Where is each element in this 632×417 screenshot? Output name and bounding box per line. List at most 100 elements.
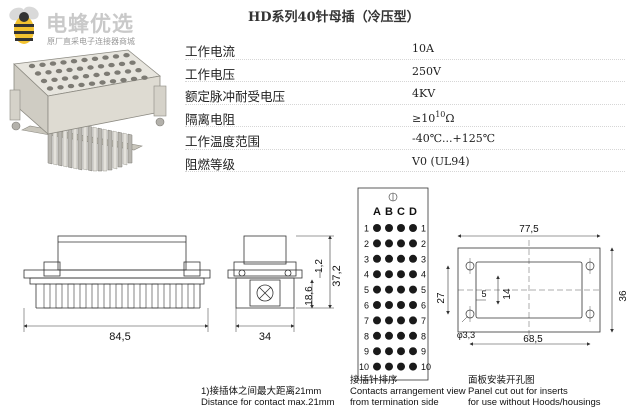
pin-contact [373, 270, 381, 279]
crimp-fin [43, 283, 51, 309]
pin-row-label-right: 8 [421, 331, 426, 341]
side-view-drawing [23, 235, 211, 309]
pin-contact [397, 224, 405, 232]
contact-hole [141, 75, 148, 80]
pin-row-label-left: 6 [364, 301, 369, 311]
contact-hole [87, 65, 94, 70]
pin-contact [373, 331, 381, 340]
pin-contact [409, 270, 417, 279]
pin-contact [385, 270, 393, 279]
brand-tagline: 原厂直采电子连接器商城 [47, 37, 135, 46]
crimp-fin [103, 283, 111, 309]
note-contact-distance: 1)接插体之间最大距离21mm Distance for contact max… [201, 386, 335, 408]
contact-hole [130, 76, 138, 82]
dim-cutout-hole-spacing: 68,5 [523, 334, 543, 345]
pin-row-label-right: 1 [421, 224, 426, 234]
pin-contact [373, 254, 381, 263]
pin-row-label-right: 9 [421, 347, 426, 357]
crimp-fin [163, 283, 171, 309]
end-view-drawing [227, 235, 303, 309]
dim-cutout-outer-width: 77,5 [519, 224, 539, 235]
crimp-fin [79, 283, 87, 309]
contact-hole [114, 70, 121, 75]
bee-logo-icon [9, 6, 39, 44]
note-line: for use without Hoods/housings [468, 397, 601, 408]
pin-contact [409, 301, 417, 309]
crimp-fin [139, 283, 147, 309]
pin-contact [385, 362, 393, 371]
note-line: 面板安装开孔图 [468, 375, 535, 386]
note-line: Contacts arrangement view [350, 386, 466, 397]
pin-row-label-right: 7 [421, 316, 426, 326]
pin-row-label-left: 1 [364, 224, 369, 234]
contact-hole [129, 60, 136, 65]
pin-contact [409, 254, 417, 263]
brand-name: 电蜂优选 [46, 12, 134, 36]
contact-hole [34, 71, 42, 76]
pin-contact [385, 331, 393, 340]
spec-value: 4KV [412, 87, 436, 100]
pin-column-label: C [397, 206, 405, 218]
pin-row-label-right: 4 [421, 270, 426, 280]
contact-hole [118, 61, 126, 67]
spec-label: 工作电压 [185, 66, 236, 82]
contact-hole [102, 55, 109, 60]
pin-contact [397, 239, 405, 248]
pin-row-label-left: 8 [364, 331, 369, 341]
pin-contact [397, 316, 405, 325]
contact-hole [112, 54, 120, 59]
panel-cutout-drawing [446, 234, 614, 346]
note-line: from termination side [350, 397, 439, 408]
spec-label: 工作温度范围 [185, 134, 261, 149]
contact-hole [66, 67, 73, 73]
pin-row-label-right: 6 [421, 301, 426, 311]
crimp-fin [127, 283, 135, 309]
contact-hole [28, 63, 36, 69]
note-arrangement: 接插针排序 Contacts arrangement view from ter… [350, 375, 466, 408]
spec-label: 阻燃等级 [185, 156, 236, 172]
contact-hole [60, 60, 67, 65]
contact-hole [40, 78, 48, 84]
contact-hole [76, 66, 84, 71]
spec-row-voltage: 工作电压 250V [185, 60, 625, 82]
pin-contact [385, 316, 393, 325]
pin-contact [409, 224, 417, 232]
contact-hole [135, 68, 142, 73]
pin-contact [373, 224, 381, 232]
pin-row-label-left: 5 [364, 285, 369, 295]
crimp-fin [187, 283, 195, 309]
pin-contact [373, 301, 381, 309]
spec-value: 250V [412, 64, 441, 78]
page-title: HD系列40针母插（冷压型） [248, 10, 420, 25]
dim-side-width: 84,5 [109, 331, 130, 343]
pin-contact [397, 347, 405, 356]
crimp-fin [151, 283, 159, 309]
contact-hole [88, 81, 96, 86]
contact-hole [57, 85, 64, 90]
pin-column-label: B [385, 206, 393, 218]
pin-contact [385, 224, 393, 232]
product-photo [9, 49, 167, 172]
pin-row-label-left: 7 [364, 316, 369, 326]
contact-hole [109, 79, 117, 84]
spec-value: ≥1010Ω [412, 110, 455, 125]
note-line: 接插针排序 [350, 375, 398, 386]
dim-cutout-inner-height: 14 [502, 288, 513, 300]
contact-hole [46, 86, 54, 91]
dim-cutout-hole: φ3,3 [457, 330, 475, 340]
pin-contact [409, 316, 417, 325]
spec-row-current: 工作电流 10A [185, 37, 625, 60]
contact-hole [108, 62, 115, 68]
spec-value: 10A [412, 42, 434, 55]
pin-contact [385, 347, 393, 356]
dim-end-width: 34 [259, 331, 271, 343]
contact-hole [120, 77, 127, 83]
spec-value-exponent: 10 [435, 109, 446, 119]
end-view-dimensions [235, 235, 334, 332]
pin-contact [409, 362, 417, 371]
pin-row-label-left: 3 [364, 254, 369, 264]
pin-contact [409, 285, 417, 294]
contact-hole [81, 57, 88, 63]
pin-contact [397, 331, 405, 340]
note-line: Panel cut out for inserts [468, 386, 568, 397]
